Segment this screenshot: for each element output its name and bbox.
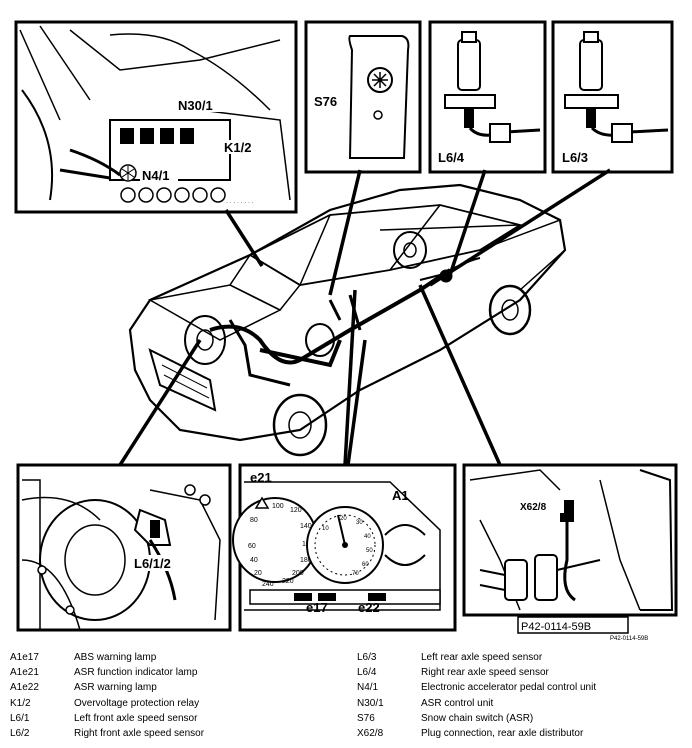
svg-text:240: 240 [262, 581, 274, 588]
callout-n4-1: N4/1 [142, 168, 169, 183]
callout-n30-1: N30/1 [178, 98, 213, 113]
leader-lines [118, 168, 611, 466]
svg-text:80: 80 [250, 517, 258, 524]
svg-text:60: 60 [248, 543, 256, 550]
svg-text:70: 70 [352, 571, 359, 577]
inset-plug-connection: X62/8 P42-0114-59B [462, 463, 678, 642]
svg-text:10: 10 [322, 526, 329, 532]
svg-text:· · · · · · · ·: · · · · · · · · [226, 200, 254, 206]
svg-text:140: 140 [300, 523, 312, 530]
svg-text:180: 180 [300, 557, 312, 564]
svg-text:220: 220 [282, 578, 294, 585]
callout-x62-8: X62/8 [520, 502, 547, 513]
svg-text:40: 40 [250, 557, 258, 564]
callout-e21: e21 [250, 470, 272, 485]
svg-text:30: 30 [356, 520, 363, 526]
svg-text:60: 60 [362, 562, 369, 568]
figure-code-small: P42-0114-59B [610, 636, 648, 642]
svg-text:50: 50 [366, 548, 373, 554]
svg-text:40: 40 [364, 534, 371, 540]
inset-snow-chain-switch: S76 [304, 20, 422, 174]
svg-text:20: 20 [340, 516, 347, 522]
callout-l6-3: L6/3 [562, 150, 588, 165]
inset-engine-compartment: N30/1 K1/2 N4/1 · · · · · · · · [14, 20, 298, 214]
inset-right-rear-sensor: L6/4 [428, 20, 547, 174]
inset-left-rear-sensor: L6/3 [551, 20, 674, 174]
callout-l6-1-2: L6/1/2 [134, 556, 171, 571]
svg-text:100: 100 [272, 503, 284, 510]
svg-text:20: 20 [254, 570, 262, 577]
callout-e17: e17 [306, 600, 328, 615]
inset-front-axle-sensor: L6/1/2 [16, 463, 232, 632]
svg-text:120: 120 [290, 507, 302, 514]
svg-text:200: 200 [292, 570, 304, 577]
callout-l6-4: L6/4 [438, 150, 465, 165]
figure-code: P42-0114-59B [521, 621, 591, 633]
callout-a1: A1 [392, 488, 409, 503]
callout-e22: e22 [358, 600, 380, 615]
component-location-diagram: N30/1 K1/2 N4/1 · · · · · · · · S76 L6/4 [14, 20, 678, 642]
callout-s76: S76 [314, 94, 337, 109]
callout-k1-2: K1/2 [224, 140, 251, 155]
